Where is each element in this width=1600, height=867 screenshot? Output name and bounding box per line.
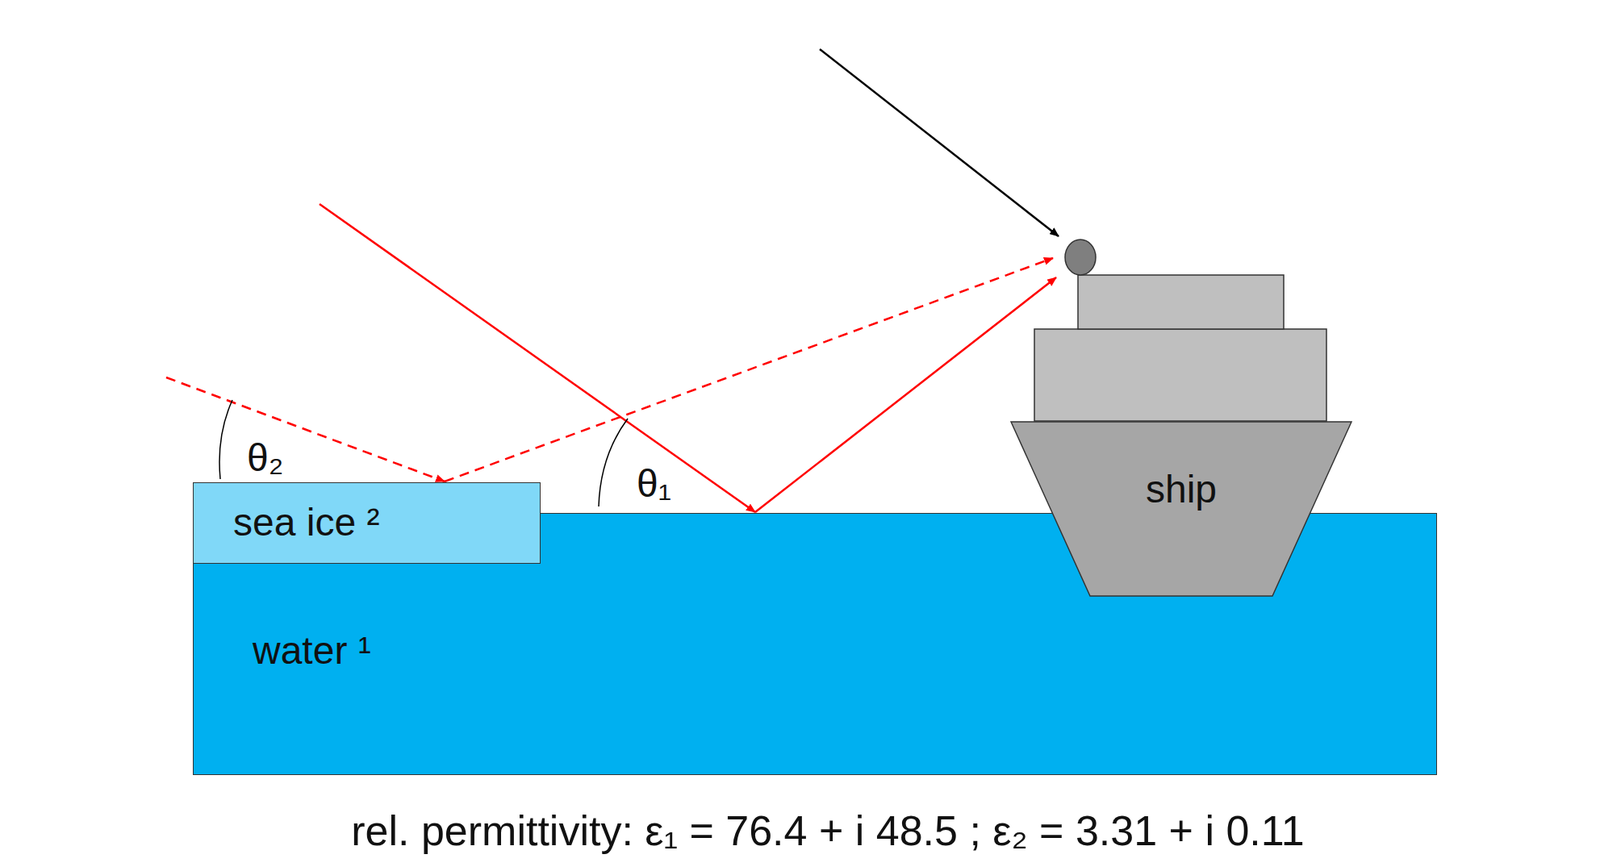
node-label: ship — [1145, 467, 1217, 512]
node-label: sea ice ² — [233, 500, 380, 545]
ship-deck — [1034, 329, 1327, 422]
ice-incident-ray — [166, 377, 445, 482]
antenna — [1065, 239, 1096, 276]
direct-ray — [819, 49, 1059, 237]
hull-shape — [1010, 421, 1352, 597]
ship-hull: ship — [1010, 421, 1353, 598]
sea-ice-floe: sea ice ² — [192, 482, 541, 564]
angle-label: θ₁ — [636, 461, 672, 506]
permittivity-caption: rel. permittivity: ε₁ = 76.4 + i 48.5 ; … — [350, 807, 1305, 857]
angle-label: θ₂ — [246, 435, 284, 481]
ice-reflected-ray — [444, 258, 1053, 482]
ship-bridge — [1077, 275, 1284, 330]
incident-ray — [319, 204, 756, 513]
angle-arc — [598, 418, 628, 507]
node-label: water ¹ — [252, 628, 372, 673]
angle-arc — [219, 400, 233, 480]
